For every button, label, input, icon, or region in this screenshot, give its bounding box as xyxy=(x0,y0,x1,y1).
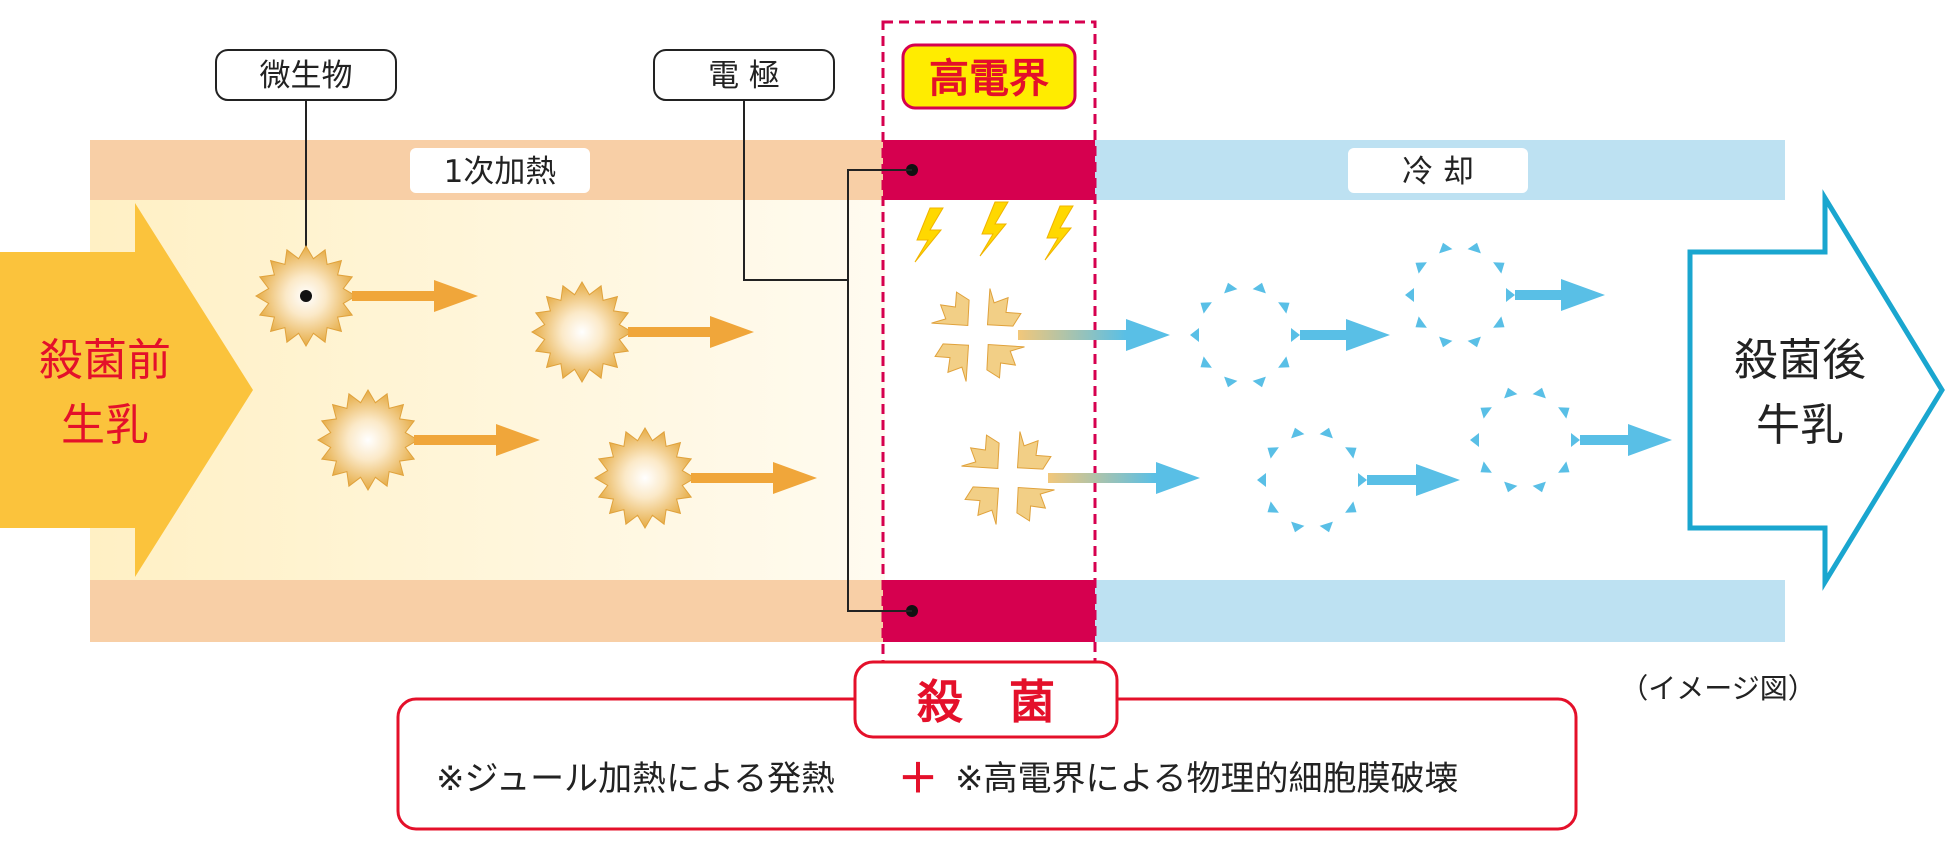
high-field-label: 高電界 xyxy=(929,56,1049,102)
after-label-line2: 牛乳 xyxy=(1756,400,1844,451)
lightning-icon xyxy=(914,201,1074,263)
electrode-top xyxy=(883,140,1095,200)
destroyed-microbe xyxy=(1190,282,1300,388)
cooled-motion-arrow xyxy=(1580,424,1672,456)
burst-microbe xyxy=(931,288,1025,382)
cooled-motion-arrow xyxy=(1515,279,1605,311)
burst-microbes xyxy=(931,288,1200,525)
microbe-motion-arrow xyxy=(691,462,817,494)
microbe xyxy=(594,427,696,529)
sterilization-label: 殺 菌 xyxy=(917,675,1055,729)
primary-heating-label-box xyxy=(410,148,590,193)
destroyed-microbe xyxy=(1405,242,1515,348)
destroyed-microbe xyxy=(1470,387,1580,493)
microbes-group xyxy=(255,245,817,529)
electrode-bottom xyxy=(883,580,1095,642)
before-label-line1: 殺菌前 xyxy=(39,335,171,386)
sterilization-badge xyxy=(853,660,1119,739)
microbe-motion-arrow xyxy=(352,280,478,312)
cooling-band-bottom xyxy=(1095,580,1785,642)
microbe-pointer-dot xyxy=(300,290,312,302)
microbe xyxy=(317,389,419,491)
destroyed-microbes xyxy=(1190,242,1672,533)
destroyed-microbe xyxy=(1257,427,1367,533)
image-note: （イメージ図） xyxy=(1620,672,1815,705)
electrode-leader-line xyxy=(743,100,848,281)
primary-heating-label: 1次加熱 xyxy=(444,154,557,190)
heating-band-bottom xyxy=(90,580,885,642)
before-label-line2: 生乳 xyxy=(61,400,149,451)
plus-sign: ＋ xyxy=(898,756,938,802)
high-field-badge xyxy=(901,43,1077,110)
cooled-motion-arrow xyxy=(1367,464,1460,496)
burst-microbe xyxy=(961,431,1055,525)
microbe-motion-arrow xyxy=(628,316,754,348)
microbe-callout-label: 微生物 xyxy=(260,58,353,94)
cooled-motion-arrow xyxy=(1300,319,1390,351)
electrode-callout-label: 電 極 xyxy=(708,58,780,94)
after-label-line1: 殺菌後 xyxy=(1734,335,1866,386)
cooling-label-box xyxy=(1348,148,1528,193)
transition-arrow xyxy=(1048,462,1200,494)
microbe xyxy=(531,281,633,383)
after-arrow xyxy=(1687,189,1945,591)
before-arrow xyxy=(0,203,253,577)
cooling-label: 冷 却 xyxy=(1402,154,1474,190)
electrode-bracket xyxy=(847,169,912,612)
joule-heating-text: ※ジュール加熱による発熱 xyxy=(436,759,835,799)
microbe-motion-arrow xyxy=(414,424,540,456)
transition-arrow xyxy=(1018,319,1170,351)
field-destruction-text: ※高電界による物理的細胞膜破壊 xyxy=(955,759,1458,799)
